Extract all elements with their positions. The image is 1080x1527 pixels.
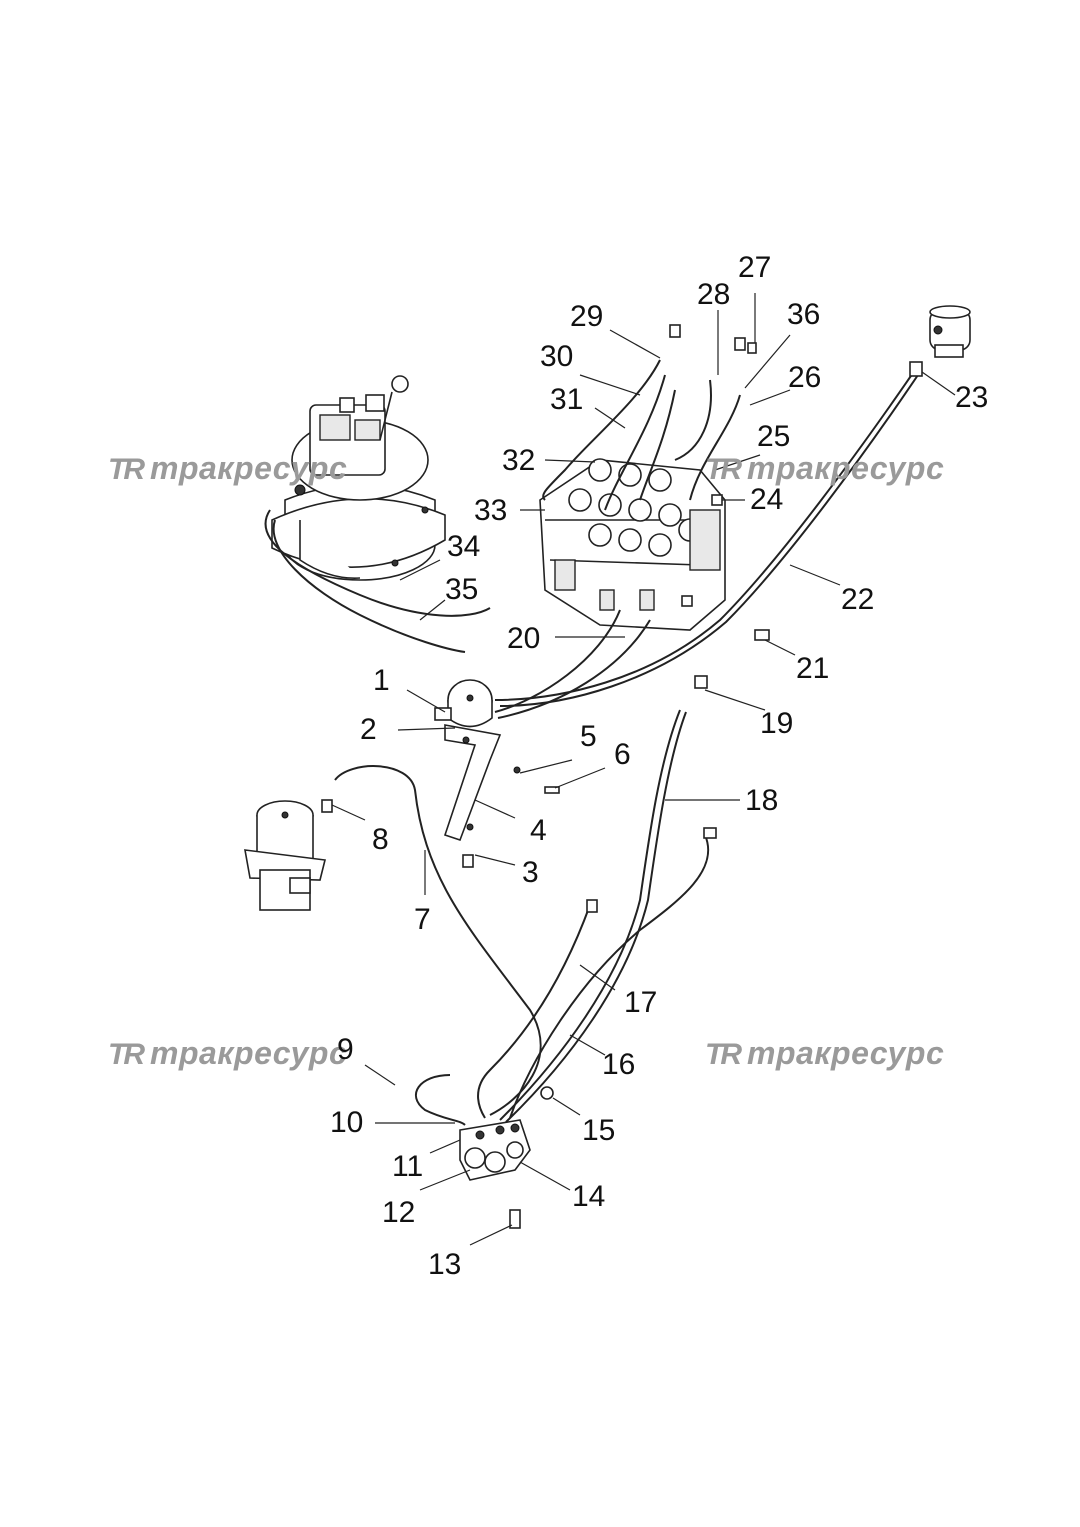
callout-26: 26 (788, 361, 822, 394)
callout-30: 30 (540, 340, 574, 373)
callout-32: 32 (502, 444, 536, 477)
callout-21: 21 (796, 652, 830, 685)
callout-24: 24 (750, 483, 784, 516)
callout-34: 34 (447, 530, 481, 563)
hoses (264, 359, 921, 1126)
callout-25: 25 (757, 420, 791, 453)
watermark-logo: TR (108, 1038, 145, 1071)
watermark-text: тракресурс (150, 1035, 348, 1071)
solenoid-valve-block (459, 1086, 554, 1229)
watermark-text: тракресурс (150, 450, 348, 486)
watermark-text: тракресурс (747, 1035, 945, 1071)
callout-12: 12 (382, 1196, 416, 1229)
callout-17: 17 (624, 986, 658, 1019)
callout-36: 36 (787, 298, 821, 331)
callout-22: 22 (841, 583, 875, 616)
callout-16: 16 (602, 1048, 636, 1081)
leader-lines (331, 293, 956, 1246)
watermark-text: тракресурс (747, 450, 945, 486)
pilot-unit (244, 799, 333, 911)
callout-29: 29 (570, 300, 604, 333)
callout-33: 33 (474, 494, 508, 527)
main-control-valve (539, 458, 726, 631)
callout-9: 9 (337, 1033, 354, 1066)
callout-18: 18 (745, 784, 779, 817)
callout-1: 1 (373, 664, 390, 697)
callout-11: 11 (392, 1150, 424, 1183)
callout-19: 19 (760, 707, 794, 740)
callout-20: 20 (507, 622, 541, 655)
callout-8: 8 (372, 823, 389, 856)
callout-13: 13 (428, 1248, 462, 1281)
callout-10: 10 (330, 1106, 364, 1139)
watermark-logo: TR (705, 1038, 742, 1071)
callout-23: 23 (955, 381, 989, 414)
callout-5: 5 (580, 720, 597, 753)
callout-35: 35 (445, 573, 479, 606)
callout-28: 28 (697, 278, 731, 311)
watermark-logo: TR (705, 453, 742, 486)
callout-27: 27 (738, 251, 772, 284)
callout-2: 2 (360, 713, 377, 746)
callout-14: 14 (572, 1180, 606, 1213)
callout-4: 4 (530, 814, 547, 847)
pilot-filter (929, 305, 971, 358)
callout-15: 15 (582, 1114, 616, 1147)
watermark-logo: TR (108, 453, 145, 486)
callout-3: 3 (522, 856, 539, 889)
callout-6: 6 (614, 738, 631, 771)
fittings (586, 324, 923, 913)
swing-motor (271, 375, 446, 581)
callout-7: 7 (414, 903, 431, 936)
accumulator (434, 679, 560, 868)
callout-31: 31 (550, 383, 584, 416)
